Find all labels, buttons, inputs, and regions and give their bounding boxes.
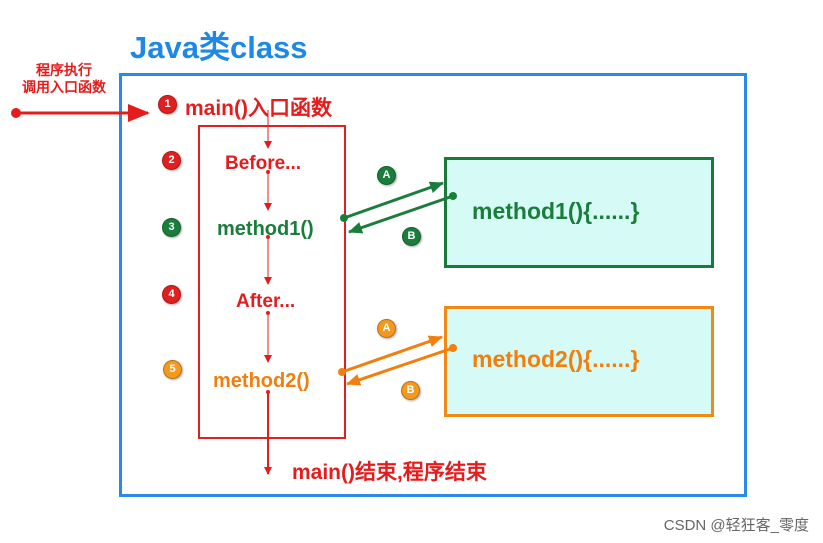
- entry-note: 程序执行 调用入口函数: [8, 62, 120, 96]
- before-label: Before...: [225, 153, 302, 174]
- method1-call-arrow: [343, 181, 444, 220]
- method2-return-badge: B: [401, 381, 420, 400]
- method2-call-arrow: [341, 335, 443, 374]
- after-label: After...: [236, 291, 296, 312]
- method2-return-arrow: [346, 346, 454, 386]
- method1-return-badge: B: [402, 227, 421, 246]
- entry-note-line2: 调用入口函数: [22, 79, 106, 95]
- csdn-watermark: CSDN @轻狂客_零度: [663, 517, 809, 534]
- step-2-badge: 2: [162, 151, 181, 170]
- step-1-badge: 1: [158, 95, 177, 114]
- method2-box: [444, 306, 714, 417]
- main-entry-label: main()入口函数: [185, 97, 332, 120]
- method1-definition: method1(){......}: [472, 198, 640, 224]
- step-4-badge: 4: [162, 285, 181, 304]
- main-end-label: main()结束,程序结束: [292, 461, 487, 484]
- method1-box: [444, 157, 714, 268]
- diagram-title: Java类class: [130, 30, 308, 65]
- method2-definition: method2(){......}: [472, 346, 640, 372]
- method2-call-badge: A: [377, 319, 396, 338]
- entry-note-line1: 程序执行: [36, 62, 92, 78]
- step-5-badge: 5: [163, 360, 182, 379]
- method1-call-label: method1(): [217, 218, 314, 240]
- step-3-badge: 3: [162, 218, 181, 237]
- method1-return-arrow: [348, 194, 454, 234]
- method2-call-label: method2(): [213, 370, 310, 392]
- java-class-frame: [119, 73, 747, 497]
- method1-call-badge: A: [377, 166, 396, 185]
- main-method-frame: [198, 125, 346, 439]
